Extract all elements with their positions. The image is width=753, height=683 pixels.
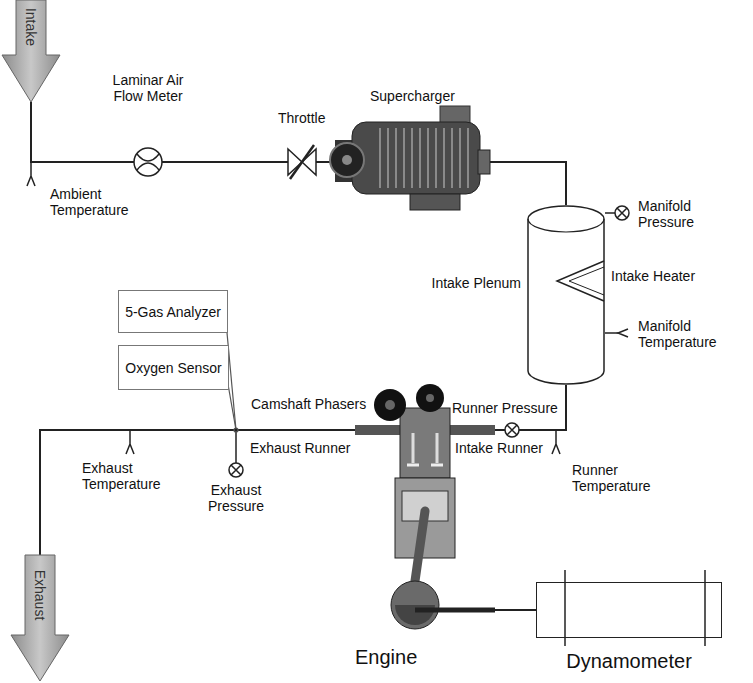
plenum-tank: Intake Plenum	[527, 205, 605, 385]
drawing-part	[426, 394, 434, 402]
part-label: Runner Temperature	[572, 462, 667, 494]
part-label: Exhaust Temperature	[82, 460, 177, 492]
part-label: Supercharger	[370, 88, 455, 104]
drawing-part	[234, 428, 238, 432]
drawing-part	[410, 194, 460, 210]
drawing-part	[380, 128, 468, 188]
node-title: Exhaust	[32, 570, 48, 621]
drawing-part	[352, 122, 480, 194]
drawing-part	[229, 463, 243, 477]
drawing-part	[617, 208, 627, 218]
drawing-part	[2, 0, 60, 102]
part-label: Manifold Temperature	[638, 318, 748, 350]
node-title: Intake Plenum	[432, 275, 522, 291]
drawing-part	[528, 219, 604, 232]
drawing-part	[478, 150, 490, 174]
drawing-part	[355, 425, 401, 435]
part-label: Intake Heater	[611, 268, 695, 284]
throttle-symbol	[288, 145, 316, 179]
part-label: Laminar Air Flow Meter	[102, 72, 194, 104]
pipe-line	[31, 102, 566, 205]
drawing-part	[27, 162, 35, 186]
node-title: Dynamometer	[566, 649, 692, 673]
drawing-part	[391, 581, 439, 629]
drawing-part	[374, 389, 406, 421]
pipe-line	[40, 430, 355, 555]
drawing-part	[134, 148, 162, 176]
drawing-part	[569, 267, 604, 295]
drawing-part	[126, 430, 134, 454]
supercharger-picture	[330, 106, 490, 210]
engine-drawing: Engine	[355, 383, 495, 640]
drawing-part	[507, 425, 517, 435]
drawing-part	[415, 608, 495, 613]
drawing-part	[11, 555, 69, 681]
drawing-part	[605, 212, 615, 214]
drawing-part	[615, 206, 629, 220]
part-label: Intake Runner	[455, 440, 543, 456]
part-label: Runner Pressure	[452, 400, 558, 416]
part-label: Ambient Temperature	[50, 186, 145, 218]
instrument-box: 5-Gas Analyzer	[118, 290, 228, 333]
drawing-part	[342, 155, 352, 165]
drawing-part	[618, 329, 628, 337]
drawing-part	[400, 408, 450, 478]
exhaust-arrow: Exhaust	[11, 555, 69, 681]
part-label: Exhaust Runner	[250, 440, 350, 456]
part-label: Exhaust Pressure	[196, 482, 276, 514]
instrument-box: Oxygen Sensor	[118, 345, 229, 390]
drawing-part	[385, 400, 395, 410]
drawing-part	[407, 464, 443, 467]
drawing-part	[527, 205, 605, 385]
drawing-part	[330, 143, 364, 177]
drawing-part	[528, 206, 604, 384]
drawing-part	[557, 261, 604, 301]
part-label: Manifold Pressure	[638, 198, 738, 230]
box-text: Oxygen Sensor	[125, 360, 222, 376]
drawing-part	[290, 145, 314, 179]
pipe-line	[495, 609, 536, 611]
drawing-part	[416, 384, 444, 412]
drawing-part	[137, 163, 159, 170]
intake-arrow: Intake	[2, 0, 60, 102]
drawing-part	[231, 465, 241, 475]
drawing-part	[505, 423, 519, 437]
flow-meter-symbol	[134, 148, 162, 176]
node-title: Engine	[355, 645, 417, 669]
drawing-part	[413, 433, 437, 463]
drawing-part	[235, 430, 237, 463]
drawing-part	[552, 430, 560, 454]
node-title: Intake	[23, 8, 39, 46]
box-text: 5-Gas Analyzer	[125, 304, 221, 320]
drawing-part	[137, 154, 159, 161]
part-label: Camshaft Phasers	[251, 396, 366, 412]
dynamometer-box: Dynamometer	[536, 582, 722, 638]
part-label: Throttle	[278, 110, 325, 126]
sensor-symbols	[27, 162, 629, 477]
drawing-part	[449, 425, 495, 435]
drawing-part	[355, 383, 495, 640]
